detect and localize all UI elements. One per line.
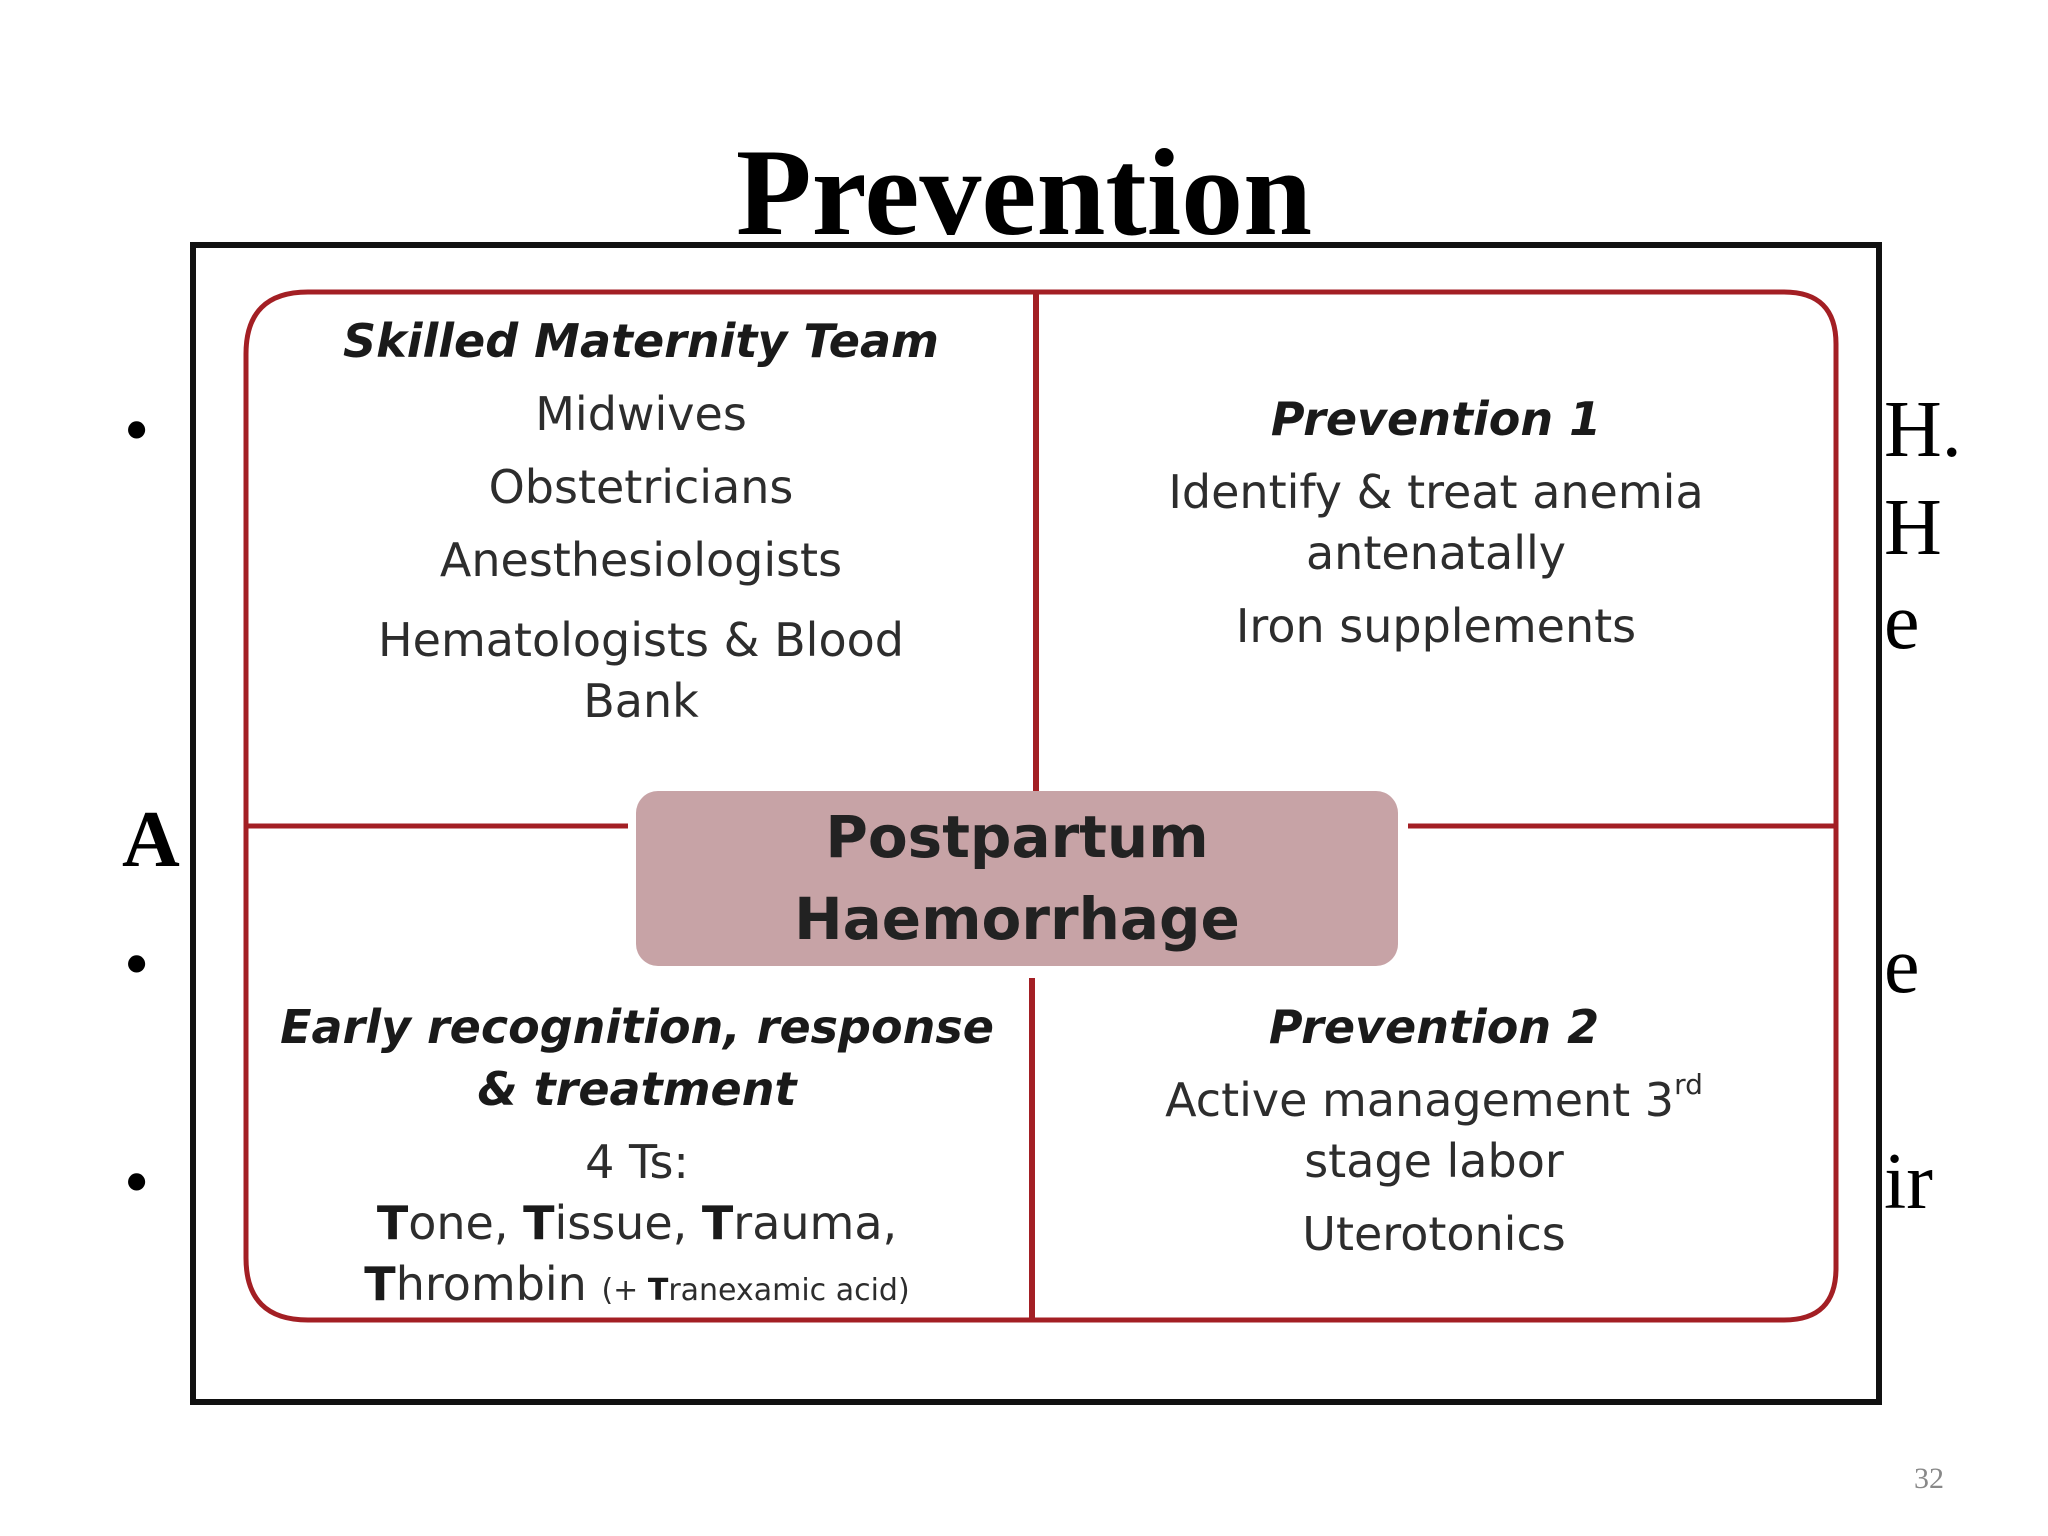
outer-rounded-border	[243, 289, 1839, 1323]
quadrant-heading: Early recognition, response	[280, 1000, 994, 1054]
edge-text-1: H.	[1884, 386, 1962, 474]
quadrant-prevention-1: Prevention 1 Identify & treat anemia ant…	[1046, 388, 1826, 656]
list-item: 4 Ts:	[252, 1132, 1022, 1193]
quadrant-heading: & treatment	[477, 1062, 797, 1117]
quadrant-early-recognition: Early recognition, response & treatment …	[252, 996, 1022, 1314]
quadrant-skilled-maternity-team: Skilled Maternity Team Midwives Obstetri…	[256, 310, 1026, 732]
note-letter: T	[647, 1272, 669, 1308]
active-management-text: Active management 3	[1165, 1073, 1675, 1128]
trauma-rest: rauma,	[733, 1195, 898, 1250]
center-label: Postpartum Haemorrhage	[636, 791, 1398, 966]
tissue-rest: issue,	[554, 1195, 688, 1250]
thrombin-rest: hrombin	[395, 1256, 587, 1311]
center-label-line: Haemorrhage	[794, 884, 1240, 953]
edge-text-3: e	[1884, 578, 1920, 666]
tone-letter: T	[376, 1195, 409, 1250]
list-item: Obstetricians	[488, 459, 794, 514]
list-item: Midwives	[535, 387, 747, 442]
list-item: Hematologists & Blood	[378, 613, 904, 668]
center-label-line: Postpartum	[825, 803, 1209, 872]
slide-title: Prevention	[735, 124, 1313, 261]
quadrant-heading: Prevention 2	[1268, 1000, 1600, 1054]
subheading-fragment: A	[122, 796, 180, 884]
edge-text-5: ir	[1884, 1138, 1933, 1226]
ordinal-suffix: rd	[1674, 1068, 1703, 1102]
edge-text-2: H	[1884, 484, 1942, 572]
tranexamic-note: (+ Tranexamic acid)	[601, 1273, 909, 1308]
note-open: (+	[601, 1272, 648, 1308]
bullet-1: •	[124, 390, 150, 470]
bullet-3: •	[124, 1142, 150, 1222]
page-number: 32	[1914, 1462, 1944, 1495]
list-item: antenatally	[1305, 525, 1567, 580]
note-rest: ranexamic acid)	[668, 1272, 910, 1308]
list-item: Identify & treat anemia	[1168, 465, 1704, 520]
quadrant-prevention-2: Prevention 2 Active management 3rd stage…	[1042, 996, 1826, 1264]
quadrant-heading: Prevention 1	[1270, 392, 1602, 446]
list-item: Anesthesiologists	[439, 532, 843, 587]
list-item: Tone, Tissue, Trauma,	[252, 1193, 1022, 1254]
list-item: Thrombin (+ Tranexamic acid)	[252, 1254, 1022, 1315]
list-item: Iron supplements	[1235, 598, 1637, 653]
list-item: stage labor	[1304, 1133, 1564, 1188]
bullet-2: •	[124, 924, 150, 1004]
pph-diagram-figure: Skilled Maternity Team Midwives Obstetri…	[190, 242, 1882, 1405]
quadrant-heading: Skilled Maternity Team	[343, 314, 939, 368]
list-item: Active management 3rd	[1042, 1070, 1826, 1131]
tissue-letter: T	[523, 1195, 555, 1250]
list-item: Bank	[583, 673, 699, 728]
thrombin-letter: T	[364, 1256, 396, 1311]
list-item: Uterotonics	[1302, 1206, 1566, 1261]
tone-rest: one,	[408, 1195, 509, 1250]
edge-text-4: e	[1884, 922, 1920, 1010]
ts-label: 4 Ts:	[585, 1135, 689, 1190]
quadrant-borders	[243, 289, 1839, 1323]
trauma-letter: T	[701, 1195, 734, 1250]
